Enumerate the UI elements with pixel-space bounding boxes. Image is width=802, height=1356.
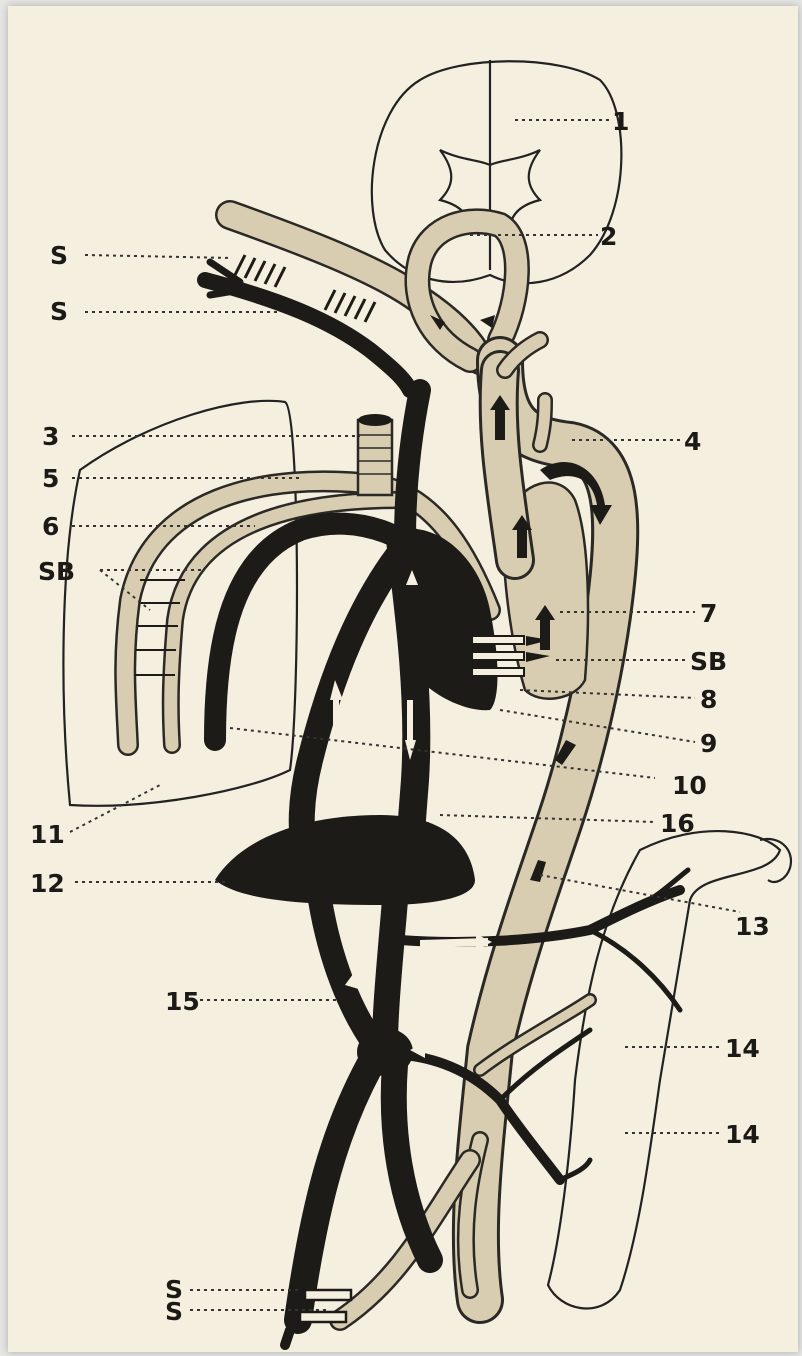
label-14-lower: 14 bbox=[725, 1120, 760, 1149]
label-11: 11 bbox=[30, 820, 65, 849]
label-6: 6 bbox=[42, 512, 59, 541]
label-8: 8 bbox=[700, 685, 717, 714]
arm-shunt-ladder-2 bbox=[325, 290, 375, 322]
heart-shunt-bars bbox=[472, 636, 524, 676]
neck-branch-2-fill bbox=[540, 400, 545, 445]
intestine-outline bbox=[548, 831, 780, 1308]
label-sb-right: SB bbox=[690, 647, 727, 676]
label-s-arm-upper: S bbox=[50, 241, 68, 270]
label-14-upper: 14 bbox=[725, 1034, 760, 1063]
label-1: 1 bbox=[612, 107, 629, 136]
label-7: 7 bbox=[700, 599, 717, 628]
label-15: 15 bbox=[165, 987, 200, 1016]
label-9: 9 bbox=[700, 729, 717, 758]
label-3: 3 bbox=[42, 422, 59, 451]
brain-outline bbox=[372, 61, 622, 283]
lower-limb-vein-end bbox=[285, 1330, 290, 1345]
label-2: 2 bbox=[600, 222, 617, 251]
label-13: 13 bbox=[735, 912, 770, 941]
anterior-vena-cava bbox=[405, 390, 420, 540]
arm-vein bbox=[205, 280, 410, 390]
label-12: 12 bbox=[30, 869, 65, 898]
label-5: 5 bbox=[42, 464, 59, 493]
label-s-arm-lower: S bbox=[50, 297, 68, 326]
label-sb-left: SB bbox=[38, 557, 75, 586]
label-10: 10 bbox=[672, 771, 707, 800]
label-4: 4 bbox=[684, 427, 701, 456]
label-16: 16 bbox=[660, 809, 695, 838]
hepatic-portal-right bbox=[385, 900, 395, 1045]
liver bbox=[215, 815, 475, 905]
lower-vein-left bbox=[298, 1065, 370, 1320]
trachea-top bbox=[358, 414, 392, 426]
hepatic-portal-left bbox=[320, 900, 375, 1045]
lower-vein-right bbox=[394, 1065, 430, 1260]
trachea bbox=[358, 420, 392, 495]
label-s-leg-lower: S bbox=[165, 1297, 183, 1326]
